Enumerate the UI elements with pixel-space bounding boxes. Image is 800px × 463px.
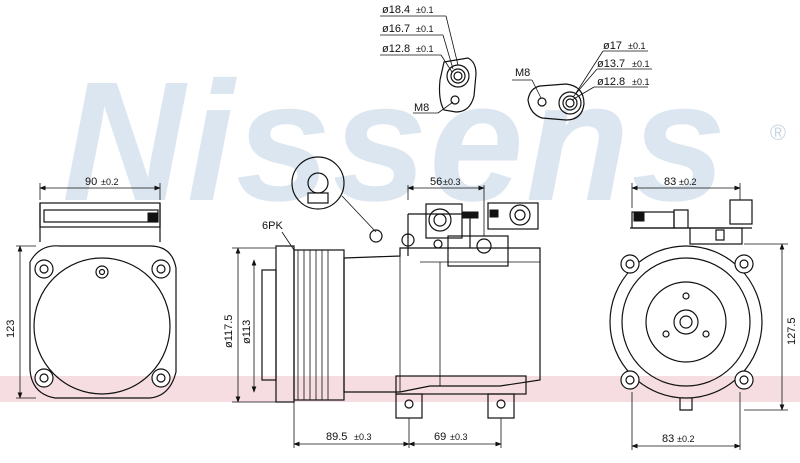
left-end-view: 90 ±0.2 123: [5, 176, 177, 399]
fitting-b-t3: ±0.1: [632, 77, 649, 87]
right-height-value: 127.5: [786, 317, 798, 345]
fitting-a-d2: ø16.7: [382, 23, 410, 35]
outer-diameter: ø117.5: [223, 315, 235, 348]
fitting-a-t2: ±0.1: [416, 24, 433, 34]
port-spacing-tol: ±0.3: [443, 177, 460, 187]
fitting-b-d3: ø12.8: [597, 76, 625, 88]
side-view: 6PK 56 ±0.3 ø117.5 ø113 89.5 ±0.3 69 ±0.…: [223, 156, 541, 448]
fitting-a-t3: ±0.1: [416, 44, 433, 54]
length-a-tol: ±0.3: [354, 432, 371, 442]
left-width-tol: ±0.2: [101, 177, 118, 187]
fitting-a-thread: M8: [414, 102, 429, 114]
fitting-a-d1: ø18.4: [382, 4, 410, 16]
fitting-b-t2: ±0.1: [632, 59, 649, 69]
right-bottom-width-value: 83: [662, 433, 674, 445]
right-bottom-width-tol: ±0.2: [677, 434, 694, 444]
registered-mark: ®: [770, 120, 786, 145]
fitting-a-d3: ø12.8: [382, 43, 410, 55]
fitting-a-detail: ø18.4 ±0.1 ø16.7 ±0.1 ø12.8 ±0.1 M8: [380, 4, 477, 114]
fitting-b-d1: ø17: [603, 40, 622, 52]
length-b-tol: ±0.3: [450, 432, 467, 442]
brand-watermark: Nissens: [62, 47, 728, 237]
fitting-b-detail: M8 ø17 ±0.1 ø13.7 ±0.1 ø12.8 ±0.1: [512, 40, 652, 121]
right-top-width-value: 83: [664, 176, 676, 188]
fitting-b-d2: ø13.7: [597, 58, 625, 70]
fitting-a-t1: ±0.1: [416, 5, 433, 15]
right-end-view: 83 ±0.2 83 ±0.2 127.5: [609, 176, 798, 450]
length-b-value: 69: [434, 431, 446, 443]
fitting-b-t1: ±0.1: [628, 41, 645, 51]
pulley-type: 6PK: [262, 220, 283, 232]
left-width-value: 90: [85, 176, 97, 188]
port-spacing-value: 56: [430, 176, 442, 188]
length-a-value: 89.5: [326, 431, 347, 443]
fitting-b-thread: M8: [515, 67, 530, 79]
inner-diameter: ø113: [241, 320, 253, 344]
right-top-width-tol: ±0.2: [679, 177, 696, 187]
left-height-value: 123: [5, 320, 17, 338]
